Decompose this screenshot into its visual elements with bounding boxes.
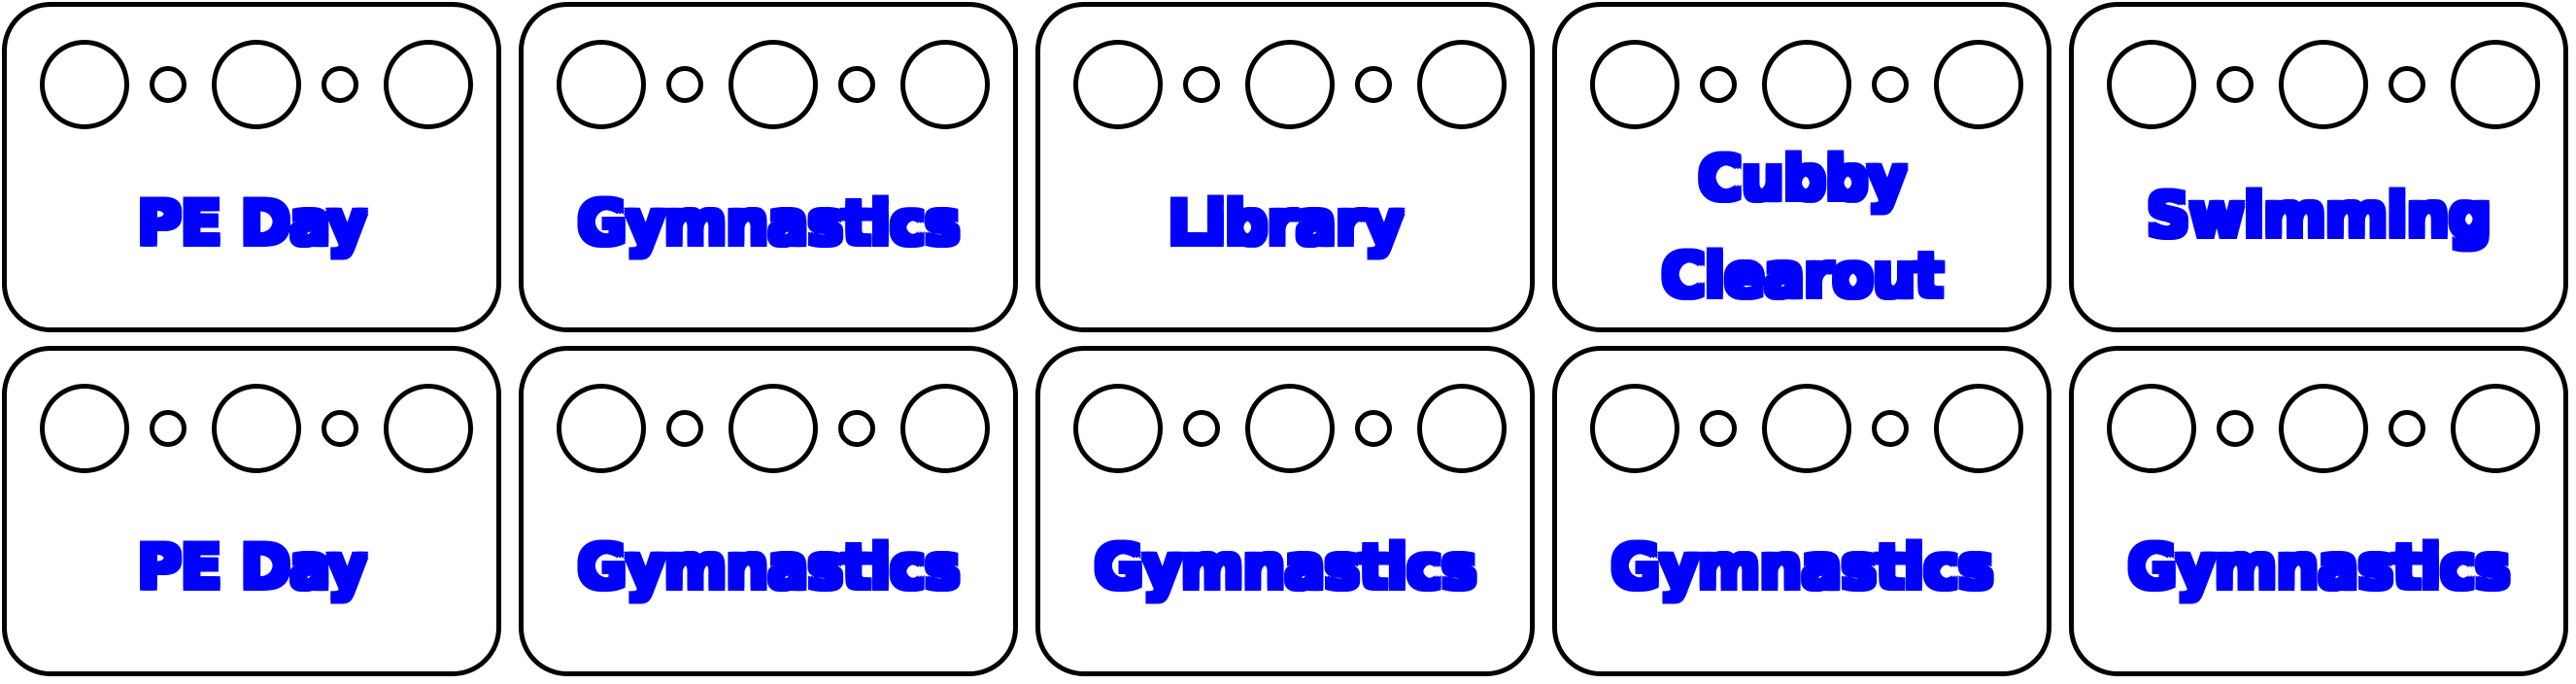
punch-hole-large [384,40,473,129]
card-label: Gymnastics [1093,530,1478,604]
card-gymnastics: Gymnastics [519,346,1018,676]
card-label-area: Gymnastics [1557,477,2047,658]
punch-hole-large [1762,40,1851,129]
punch-holes [1590,384,2023,473]
punch-hole-large [2279,384,2368,473]
punch-hole-large [1762,384,1851,473]
card-label: Swimming [2145,179,2492,253]
card-label: Cubby Clearout [1660,142,1946,313]
card-pe-day: PE Day [2,2,501,332]
punch-hole-large [40,384,129,473]
punch-hole-small [1355,66,1392,103]
card-gymnastics: Gymnastics [1552,346,2051,676]
punch-hole-small [1872,410,1909,447]
card-cubby-clearout: Cubby Clearout [1552,2,2051,332]
punch-hole-large [1417,384,1507,473]
punch-hole-small [1872,66,1909,103]
punch-hole-small [1183,66,1220,103]
punch-hole-small [838,66,875,103]
punch-hole-small [322,410,358,447]
punch-hole-small [2217,410,2254,447]
punch-holes [2107,40,2540,129]
punch-hole-small [1700,66,1737,103]
punch-hole-large [40,40,129,129]
punch-hole-large [1073,384,1163,473]
punch-hole-large [384,384,473,473]
card-gymnastics: Gymnastics [1035,346,1535,676]
punch-hole-large [1417,40,1507,129]
card-label: Gymnastics [576,187,962,260]
card-swimming: Swimming [2069,2,2568,332]
card-label-area: PE Day [7,477,496,658]
punch-hole-small [2389,66,2425,103]
card-label-area: Gymnastics [2074,477,2563,658]
card-label: PE Day [136,530,368,604]
punch-hole-small [1355,410,1392,447]
punch-hole-small [150,66,186,103]
punch-hole-large [212,384,301,473]
card-label: PE Day [136,187,368,260]
punch-hole-large [2107,384,2196,473]
punch-hole-large [1245,40,1335,129]
punch-hole-small [2389,410,2425,447]
card-pe-day: PE Day [2,346,501,676]
card-label-area: Gymnastics [524,133,1013,314]
punch-hole-large [1590,384,1679,473]
punch-hole-small [1183,410,1220,447]
card-label-area: Gymnastics [524,477,1013,658]
card-label-area: Gymnastics [1040,477,1530,658]
card-label: Gymnastics [576,530,962,604]
punch-hole-small [150,410,186,447]
punch-hole-large [212,40,301,129]
punch-holes [1073,40,1507,129]
card-label-area: Swimming [2074,133,2563,298]
card-gymnastics: Gymnastics [2069,346,2568,676]
punch-hole-small [666,410,703,447]
punch-hole-large [1073,40,1163,129]
punch-hole-large [1245,384,1335,473]
card-label-area: Cubby Clearout [1557,127,2047,327]
punch-hole-large [729,384,818,473]
punch-hole-small [2217,66,2254,103]
card-gymnastics: Gymnastics [519,2,1018,332]
punch-holes [1073,384,1507,473]
punch-hole-small [1700,410,1737,447]
card-library: Library [1035,2,1535,332]
punch-hole-large [900,384,990,473]
card-label: Library [1167,187,1406,260]
punch-holes [557,384,990,473]
punch-hole-large [557,384,646,473]
card-label: Gymnastics [2126,530,2512,604]
punch-hole-large [1934,384,2023,473]
punch-hole-large [1934,40,2023,129]
punch-hole-large [900,40,990,129]
punch-holes [40,40,473,129]
punch-hole-small [666,66,703,103]
punch-hole-small [838,410,875,447]
punch-hole-large [1590,40,1679,129]
punch-hole-small [322,66,358,103]
punch-holes [2107,384,2540,473]
punch-holes [557,40,990,129]
punch-hole-large [2451,40,2540,129]
punch-hole-large [2279,40,2368,129]
card-label-area: Library [1040,133,1530,314]
punch-hole-large [2451,384,2540,473]
punch-holes [1590,40,2023,129]
card-label-area: PE Day [7,133,496,314]
punch-hole-large [557,40,646,129]
punch-hole-large [729,40,818,129]
punch-hole-large [2107,40,2196,129]
card-label: Gymnastics [1610,530,1995,604]
punch-holes [40,384,473,473]
